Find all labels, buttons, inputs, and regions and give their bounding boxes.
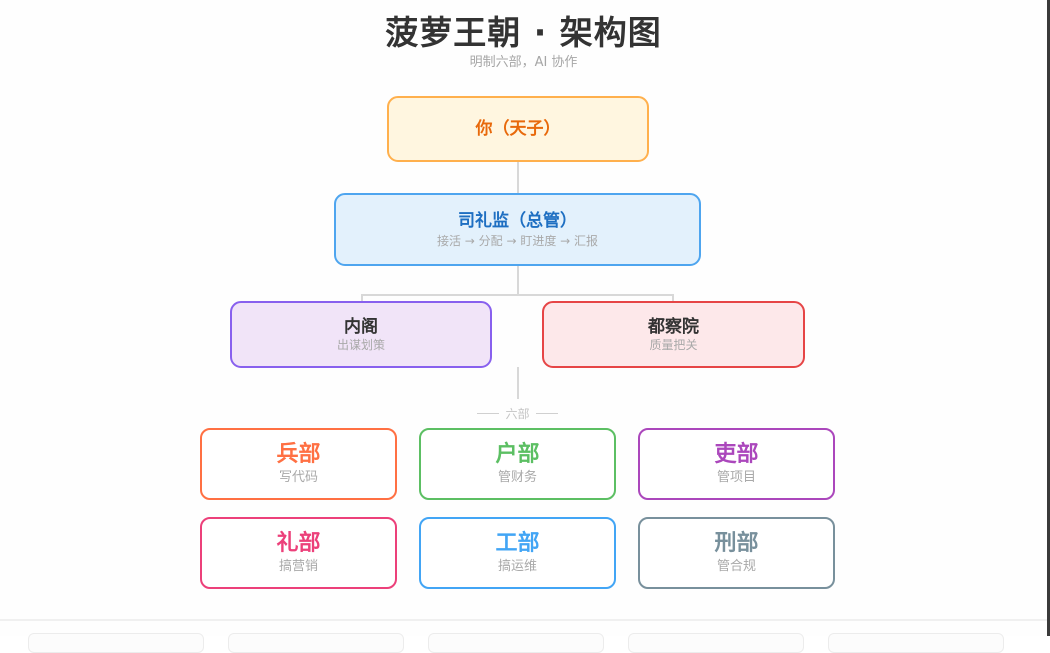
- divider-dash-right: [535, 412, 558, 414]
- node-gongbu: 工部 搞运维: [419, 517, 616, 589]
- footer-card[interactable]: [428, 633, 604, 653]
- node-silijian-title: 司礼监（总管）: [458, 211, 577, 232]
- dept-subtitle: 管财务: [497, 470, 537, 486]
- node-duchayuan-title: 都察院: [648, 316, 699, 337]
- diagram-canvas: 菠萝王朝 · 架构图 明制六部，AI 协作 你（天子） 司礼监（总管） 接活 →…: [0, 13, 1047, 653]
- node-neige-subtitle: 出谋划策: [336, 338, 385, 352]
- dept-title: 吏部: [714, 442, 759, 467]
- node-duchayuan: 都察院 质量把关: [542, 301, 805, 368]
- dept-subtitle: 写代码: [278, 470, 318, 486]
- connector-branch-horizontal: [361, 294, 674, 296]
- node-emperor: 你（天子）: [387, 96, 649, 162]
- dept-subtitle: 搞运维: [497, 559, 537, 575]
- dept-subtitle: 管合规: [716, 559, 756, 575]
- dept-title: 兵部: [276, 442, 321, 467]
- footer-card[interactable]: [828, 633, 1004, 653]
- footer-card[interactable]: [28, 633, 204, 653]
- dept-title: 刑部: [714, 531, 759, 556]
- connector-to-six-ministries: [517, 367, 519, 399]
- connector-emperor-silijian: [517, 162, 519, 193]
- page-title: 菠萝王朝 · 架构图: [385, 13, 662, 52]
- dept-title: 户部: [495, 442, 540, 467]
- node-xingbu: 刑部 管合规: [638, 517, 835, 589]
- connector-silijian-down: [517, 266, 519, 295]
- node-neige: 内阁 出谋划策: [230, 301, 492, 368]
- page-subtitle: 明制六部，AI 协作: [469, 55, 578, 70]
- node-emperor-title: 你（天子）: [475, 118, 561, 139]
- footer-card[interactable]: [228, 633, 404, 653]
- dept-title: 礼部: [276, 531, 321, 556]
- footer-card[interactable]: [628, 633, 804, 653]
- divider-dash-left: [477, 412, 500, 414]
- connector-branch-right: [672, 294, 674, 301]
- window-edge: [1047, 0, 1050, 636]
- six-ministries-label: 六部: [505, 406, 530, 421]
- node-neige-title: 内阁: [344, 316, 378, 337]
- node-bingbu: 兵部 写代码: [200, 428, 397, 500]
- footer-divider: [0, 619, 1047, 621]
- dept-title: 工部: [495, 531, 540, 556]
- dept-subtitle: 搞营销: [278, 559, 318, 575]
- node-duchayuan-subtitle: 质量把关: [649, 338, 698, 352]
- node-hubu: 户部 管财务: [419, 428, 616, 500]
- node-libu-personnel: 吏部 管项目: [638, 428, 835, 500]
- node-libu-rites: 礼部 搞营销: [200, 517, 397, 589]
- node-silijian-subtitle: 接活 → 分配 → 盯进度 → 汇报: [436, 233, 599, 248]
- dept-subtitle: 管项目: [716, 470, 756, 486]
- node-silijian: 司礼监（总管） 接活 → 分配 → 盯进度 → 汇报: [334, 193, 701, 266]
- six-ministries-divider: 六部: [468, 404, 567, 422]
- connector-branch-left: [361, 294, 363, 301]
